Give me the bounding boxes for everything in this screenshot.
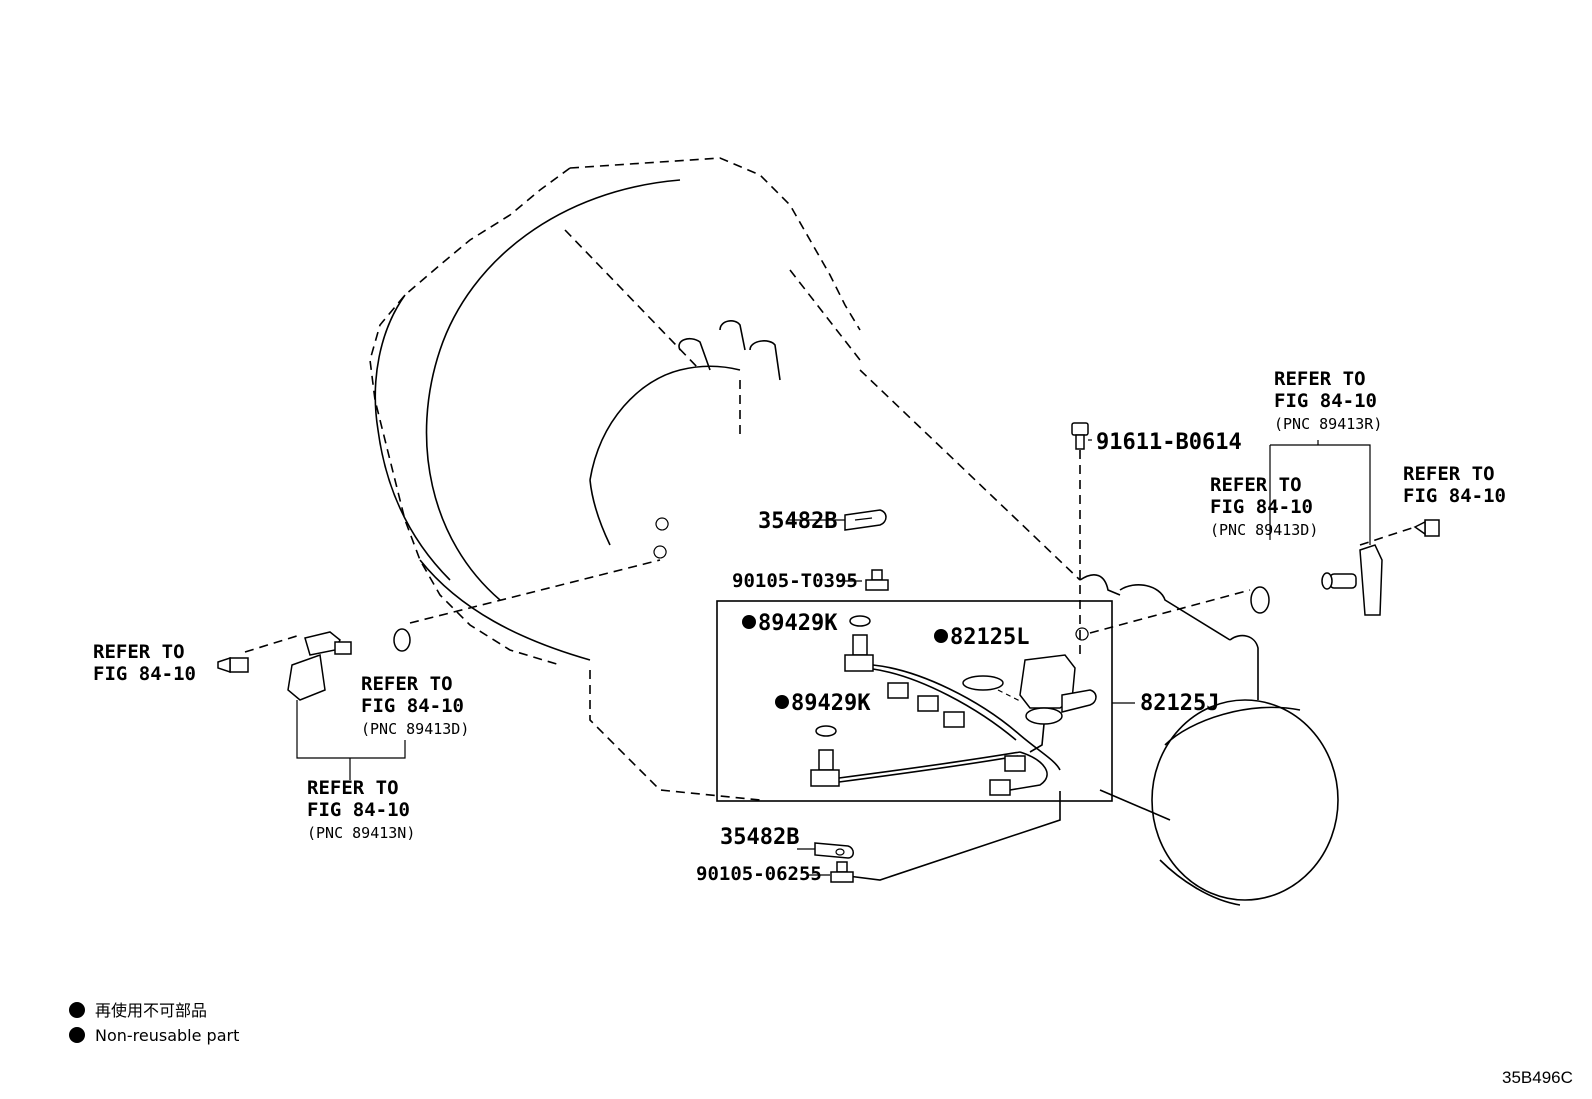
leader-lines xyxy=(244,439,1416,876)
pnc-89413r-label: (PNC 89413R) xyxy=(1274,415,1382,433)
refer-fig-label: FIG 84-10 xyxy=(93,663,196,685)
wire-harness-box xyxy=(716,600,1113,802)
legend-english: Non-reusable part xyxy=(95,1026,239,1045)
refer-fig-label: FIG 84-10 xyxy=(1210,496,1313,518)
refer-fig-label: FIG 84-10 xyxy=(1274,390,1377,412)
refer-to-label: REFER TO xyxy=(361,673,453,695)
label-89429k-top: 89429K xyxy=(758,611,838,636)
label-89429k-mid: 89429K xyxy=(791,691,871,716)
label-82125l: 82125L xyxy=(950,625,1029,650)
clip-35482b-bottom xyxy=(814,842,854,859)
left-speed-sensor xyxy=(217,628,411,780)
legend-dot xyxy=(69,1002,85,1018)
label-90105-t0395: 90105-T0395 xyxy=(732,570,858,592)
non-reusable-dot xyxy=(934,629,948,643)
diagram-code: 35B496C xyxy=(1502,1068,1573,1087)
label-35482b-bottom: 35482B xyxy=(720,825,799,850)
label-82125j: 82125J xyxy=(1140,691,1219,716)
refer-fig-label: FIG 84-10 xyxy=(361,695,464,717)
refer-to-label: REFER TO xyxy=(1210,474,1302,496)
label-90105-06255: 90105-06255 xyxy=(696,863,822,885)
refer-to-label: REFER TO xyxy=(1274,368,1366,390)
non-reusable-dot xyxy=(742,615,756,629)
bolt-90105-t0395 xyxy=(865,569,889,591)
legend-dot xyxy=(69,1027,85,1043)
label-91611-b0614: 91611-B0614 xyxy=(1096,430,1242,455)
pnc-89413d-label: (PNC 89413D) xyxy=(1210,521,1318,539)
transmission-housing xyxy=(369,157,1339,906)
bolt-90105-06255 xyxy=(830,861,854,883)
refer-fig-label: FIG 84-10 xyxy=(1403,485,1506,507)
bolt-91611 xyxy=(1071,422,1089,450)
non-reusable-dot xyxy=(775,695,789,709)
legend-japanese: 再使用不可部品 xyxy=(95,1001,207,1020)
refer-fig-label: FIG 84-10 xyxy=(307,799,410,821)
refer-to-label: REFER TO xyxy=(93,641,185,663)
right-speed-sensor xyxy=(1250,440,1440,616)
refer-to-label: REFER TO xyxy=(307,777,399,799)
pnc-89413d-label: (PNC 89413D) xyxy=(361,720,469,738)
refer-to-label: REFER TO xyxy=(1403,463,1495,485)
pnc-89413n-label: (PNC 89413N) xyxy=(307,824,415,842)
legend: 再使用不可部品 Non-reusable part xyxy=(69,1001,239,1045)
clip-35482b-top xyxy=(844,509,887,531)
wire-harness-82125j xyxy=(810,615,1097,796)
label-35482b-top: 35482B xyxy=(758,509,837,534)
